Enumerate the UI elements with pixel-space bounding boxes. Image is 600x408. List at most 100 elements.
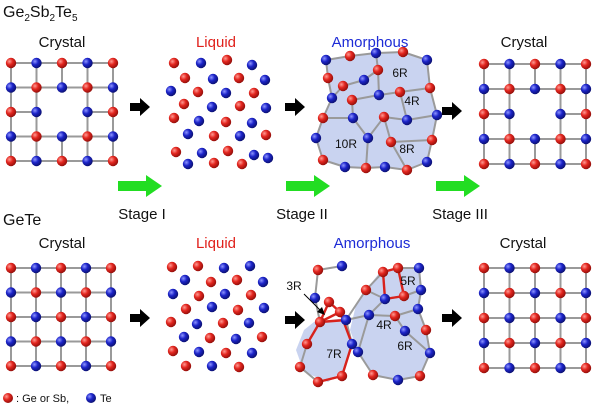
ge-sb-atom xyxy=(178,98,190,110)
te-atom xyxy=(165,85,177,97)
te-atom xyxy=(555,108,566,120)
step-arrow-crystallize xyxy=(442,309,462,327)
ge-sb-atom xyxy=(426,134,438,146)
ge-sb-atom xyxy=(372,64,384,76)
te-atom xyxy=(5,336,17,347)
te-atom xyxy=(246,117,258,129)
te-atom xyxy=(352,346,364,358)
ge-sb-atom xyxy=(30,287,42,298)
formula-subscript: 2 xyxy=(49,13,55,24)
te-atom xyxy=(529,133,541,145)
ge-sb-atom xyxy=(220,116,232,128)
te-atom xyxy=(399,325,411,337)
te-atom xyxy=(358,74,370,86)
te-atom xyxy=(167,288,179,300)
3r-pointer-line xyxy=(303,293,322,312)
ge-sb-atom xyxy=(5,57,17,69)
te-atom xyxy=(504,362,515,374)
te-atom xyxy=(478,133,490,145)
ge-sb-atom xyxy=(3,393,13,403)
ge-sb-atom xyxy=(580,58,592,70)
3r-pointer-head xyxy=(317,307,325,315)
ge-sb-atom xyxy=(401,164,413,176)
liquid-label: Liquid xyxy=(196,34,236,51)
ge-sb-atom xyxy=(204,332,216,344)
te-atom xyxy=(340,314,352,326)
bond xyxy=(357,314,370,353)
ge-sb-atom xyxy=(394,86,406,98)
te-atom xyxy=(107,131,119,142)
step-arrow-melt xyxy=(130,98,150,116)
ge-sb-atom xyxy=(555,83,566,95)
ge-sb-atom xyxy=(165,316,177,328)
ge-sb-atom xyxy=(82,131,93,142)
ge-sb-atom xyxy=(256,331,268,343)
te-atom xyxy=(580,287,592,299)
ge-sb-atom xyxy=(222,145,234,157)
te-atom xyxy=(246,59,258,71)
te-atom xyxy=(412,303,424,315)
ge-sb-atom xyxy=(397,46,409,58)
ge-sb-atom xyxy=(529,362,541,374)
te-atom xyxy=(326,92,338,104)
te-atom xyxy=(31,155,42,167)
te-atom xyxy=(234,130,246,142)
te-atom xyxy=(195,57,207,69)
ge-sb-atom xyxy=(420,324,432,336)
ge-sb-atom xyxy=(205,276,217,288)
legend-blue-label: Te xyxy=(100,393,112,405)
ge-sb-atom xyxy=(236,158,248,170)
ge-sb-atom xyxy=(580,158,592,170)
ge-sb-atom xyxy=(221,54,233,66)
te-atom xyxy=(504,108,515,120)
ge-sb-atom xyxy=(314,316,326,328)
crystal-left-label: Crystal xyxy=(39,34,86,51)
ge-sb-atom xyxy=(478,108,490,120)
formula-element: GeTe xyxy=(3,212,41,229)
ge-sb-atom xyxy=(424,82,436,94)
ge-sb-atom xyxy=(5,155,17,167)
formula-element: Ge xyxy=(3,4,24,21)
stage-3-arrow xyxy=(436,175,480,197)
ge-sb-atom xyxy=(312,264,324,276)
ge-sb-atom xyxy=(107,155,119,167)
ring-label-10r: 10R xyxy=(335,137,357,151)
ge-sb-atom xyxy=(504,83,515,95)
te-atom xyxy=(196,147,208,159)
te-atom xyxy=(220,87,232,99)
ring-label-6r: 6R xyxy=(392,66,408,80)
ring-label-4r: 4R xyxy=(404,94,420,108)
te-atom xyxy=(244,260,256,272)
te-atom xyxy=(86,393,96,403)
te-atom xyxy=(421,156,433,168)
te-atom xyxy=(246,347,258,359)
te-atom xyxy=(379,293,391,305)
ge-sb-atom xyxy=(377,266,389,278)
te-atom xyxy=(529,287,541,299)
ge-sb-atom xyxy=(167,345,179,357)
ge-sb-atom xyxy=(334,306,346,318)
ring-label-3r: 3R xyxy=(286,279,302,293)
ge-sb-atom xyxy=(208,130,220,142)
te-atom xyxy=(415,284,427,296)
te-atom xyxy=(339,161,351,173)
te-atom xyxy=(580,133,592,145)
te-atom xyxy=(431,109,443,121)
te-atom xyxy=(504,312,515,324)
ge-sb-atom xyxy=(529,312,541,324)
ge-sb-atom xyxy=(80,336,92,347)
ge-sb-atom xyxy=(478,58,490,70)
ring-label-7r: 7R xyxy=(326,347,342,361)
te-atom xyxy=(206,360,218,372)
ge-sb-atom xyxy=(385,136,397,148)
ge-sb-atom xyxy=(55,262,67,274)
te-atom xyxy=(107,82,119,93)
te-atom xyxy=(55,287,67,298)
te-atom xyxy=(56,131,68,142)
formula-element: Sb xyxy=(30,4,50,21)
stage-1-arrow xyxy=(118,175,162,197)
te-atom xyxy=(257,276,269,288)
ge-sb-atom xyxy=(344,50,356,62)
